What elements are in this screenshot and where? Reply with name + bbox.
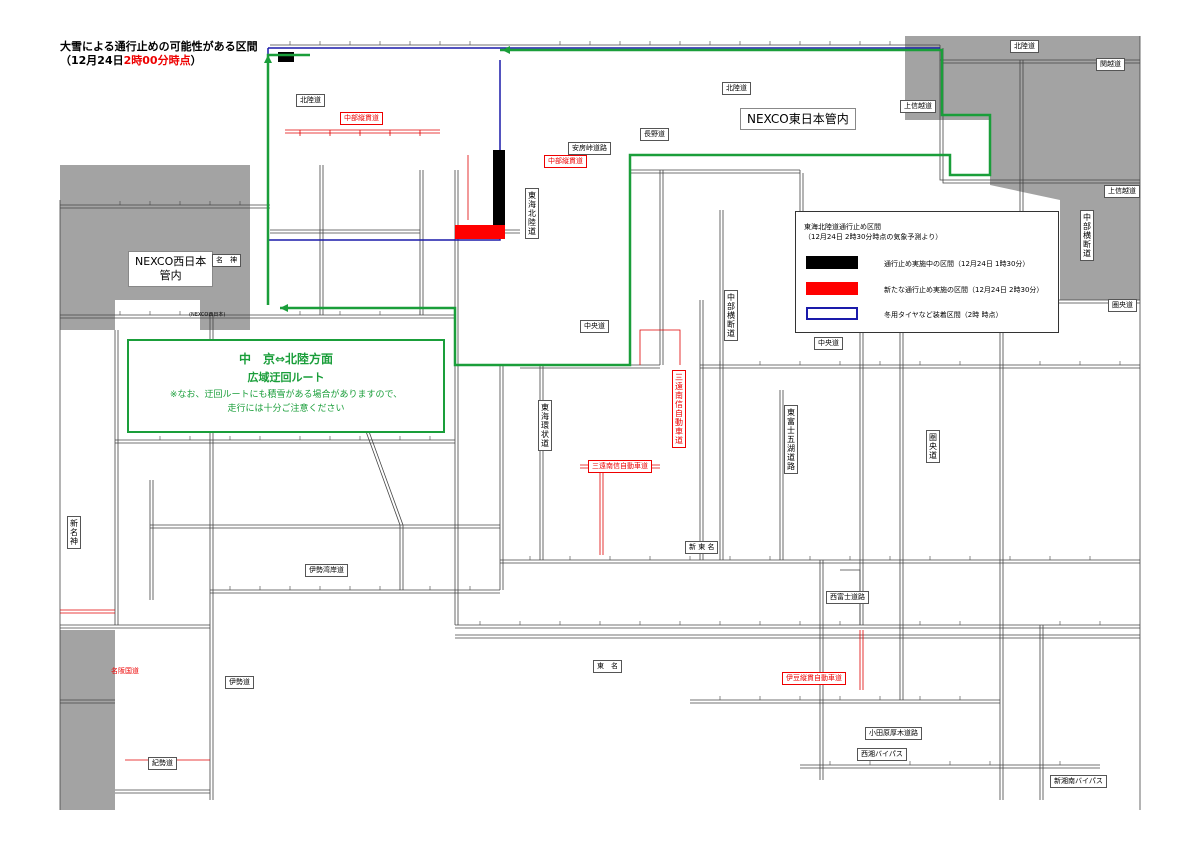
road-label-chuo-right: 中央道: [814, 337, 843, 350]
title-suffix: ）: [190, 54, 202, 67]
detour-arrows: [264, 46, 510, 312]
road-label-sanen-vertical: 三遠南信自動車道: [672, 370, 686, 448]
road-label-tomei: 東 名: [593, 660, 622, 673]
road-label-joshinetsu-2: 上信越道: [1104, 185, 1140, 198]
road-label-shin-tomei: 新 東 名: [685, 541, 719, 554]
detour-arrow-top: [502, 46, 510, 54]
road-label-seisho: 西湘バイパス: [857, 748, 907, 761]
title-line1: 大雪による通行止めの可能性がある区間: [60, 40, 258, 53]
road-label-abo: 安房峠道路: [568, 142, 611, 155]
detour-direction: 中 京⇔北陸方面: [238, 352, 334, 366]
area-west-line2: 管内: [159, 269, 182, 282]
road-label-odawara: 小田原厚木道路: [865, 727, 922, 740]
road-label-chuo-mid: 中央道: [580, 320, 609, 333]
detour-notice: 中 京⇔北陸方面 広域迂回ルート ※なお、迂回ルートにも積雪がある場合があります…: [127, 339, 445, 433]
road-label-ken-o-vertical: 圏央道: [926, 430, 940, 463]
road-label-chubu-odan: 中部横断道: [724, 290, 738, 341]
title-date: （12月24日: [60, 54, 124, 67]
legend-swatch-new-closed: [806, 282, 858, 295]
legend-title-line2: （12月24日 2時30分時点の気象予測より）: [804, 233, 943, 241]
road-label-hokuriku-right: 北陸道: [1010, 40, 1039, 53]
detour-arrow-up: [264, 55, 272, 63]
road-label-tokai-hokuriku: 東海北陸道: [525, 188, 539, 239]
road-label-nishi-fuji: 西富士道路: [826, 591, 869, 604]
road-label-chubu-odan-right: 中部横断道: [1080, 210, 1094, 261]
road-label-izu: 伊豆縦貫自動車道: [782, 672, 846, 685]
map-title: 大雪による通行止めの可能性がある区間 （12月24日2時00分時点）: [60, 40, 258, 165]
road-label-higashi-fuji: 東富士五湖道路: [784, 405, 798, 474]
road-label-hokuriku-top: 北陸道: [722, 82, 751, 95]
road-label-hokuriku-left: 北陸道: [296, 94, 325, 107]
legend-item-new-closed: 新たな通行止め実施の区間（12月24日 2時30分）: [884, 286, 1044, 294]
area-label-nexco-east: NEXCO東日本管内: [740, 108, 856, 130]
road-label-chubu-jukan-right: 中部縦貫道: [544, 155, 587, 168]
legend-title-line1: 東海北陸道通行止め区間: [804, 223, 881, 231]
detour-note-line2: 走行には十分ご注意ください: [227, 404, 345, 414]
area-west-line1: NEXCO西日本: [135, 255, 207, 268]
road-label-isedo: 伊勢道: [225, 676, 254, 689]
road-label-ken-o: 圏央道: [1108, 299, 1137, 312]
road-label-nexco-west-ic: (NEXCO西日本): [189, 312, 226, 318]
road-label-nagano: 長野道: [640, 128, 669, 141]
new-closed-section-red: [455, 225, 505, 239]
area-label-nexco-west: NEXCO西日本 管内: [128, 251, 214, 287]
road-label-joshinetsu: 上信越道: [900, 100, 936, 113]
road-label-shinshonan: 新湘南バイパス: [1050, 775, 1107, 788]
closed-section-black: [278, 52, 505, 228]
road-label-chubu-jukan-left: 中部縦貫道: [340, 112, 383, 125]
detour-arrow-left: [280, 304, 288, 312]
legend-item-winter-tire: 冬用タイヤなど装着区間（2時 時点）: [884, 311, 1003, 319]
ic-ticks: [119, 41, 1121, 765]
road-label-meihan: 名阪国道: [111, 667, 139, 675]
gray-region-west: [60, 165, 250, 330]
road-label-kanetsu: 関越道: [1096, 58, 1125, 71]
gray-region-southwest: [60, 630, 115, 810]
road-label-kisei: 紀勢道: [148, 757, 177, 770]
legend-swatch-closed: [806, 256, 858, 269]
road-label-shinmei: 新名神: [67, 516, 81, 549]
title-time: 2時00分時点: [123, 54, 191, 67]
detour-title: 広域迂回ルート: [247, 371, 325, 384]
road-label-sanen: 三遠南信自動車道: [588, 460, 652, 473]
title-line2: （12月24日2時00分時点）: [60, 54, 245, 68]
road-label-isewangan: 伊勢湾岸道: [305, 564, 348, 577]
road-label-tokai-kanjo: 東海環状道: [538, 400, 552, 451]
detour-note-line1: ※なお、迂回ルートにも積雪がある場合がありますので、: [169, 390, 403, 400]
legend-swatch-winter-tire: [806, 307, 858, 320]
legend-title: 東海北陸道通行止め区間 （12月24日 2時30分時点の気象予測より）: [804, 222, 942, 242]
map-legend: 東海北陸道通行止め区間 （12月24日 2時30分時点の気象予測より） 通行止め…: [795, 211, 1059, 333]
legend-item-closed: 通行止め実施中の区間（12月24日 1時30分）: [884, 260, 1030, 268]
road-label-meishin: 名 神: [212, 254, 241, 267]
